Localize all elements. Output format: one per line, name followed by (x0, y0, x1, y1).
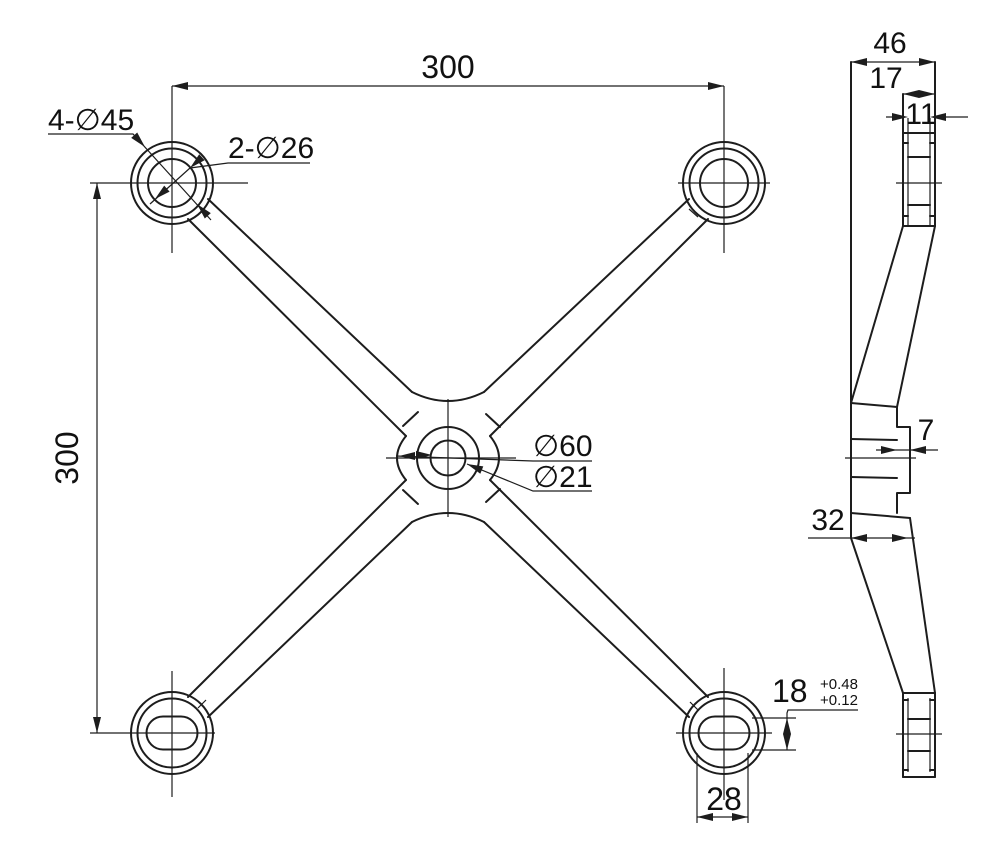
front-view-body (187, 198, 709, 718)
dim-300-vertical: 300 (49, 431, 85, 484)
label-hub-outer: ∅60 (533, 430, 593, 463)
label-corner-bores: 2-∅26 (228, 132, 314, 165)
dim-slot-width: 28 (706, 781, 742, 817)
front-view-dimensions: 300 300 4-∅45 2-∅26 ∅60 ∅21 18 +0.48 +0.… (48, 49, 858, 823)
dim-waist-width: 32 (811, 504, 844, 537)
dim-slot-height-tol-upper: +0.48 (820, 676, 858, 693)
dim-300-horizontal: 300 (421, 49, 474, 85)
dim-depth: 46 (873, 27, 906, 60)
side-view-dimensions: 46 17 11 7 32 (808, 27, 968, 542)
label-hub-hole: ∅21 (533, 461, 593, 494)
dim-slot-height: 18 (772, 673, 808, 709)
label-corner-holes: 4-∅45 (48, 104, 134, 137)
dim-lug-width: 17 (869, 62, 902, 95)
dim-boss-depth: 7 (918, 414, 935, 447)
dim-bore-width: 11 (905, 98, 936, 131)
dim-slot-height-tol-lower: +0.12 (820, 692, 858, 709)
